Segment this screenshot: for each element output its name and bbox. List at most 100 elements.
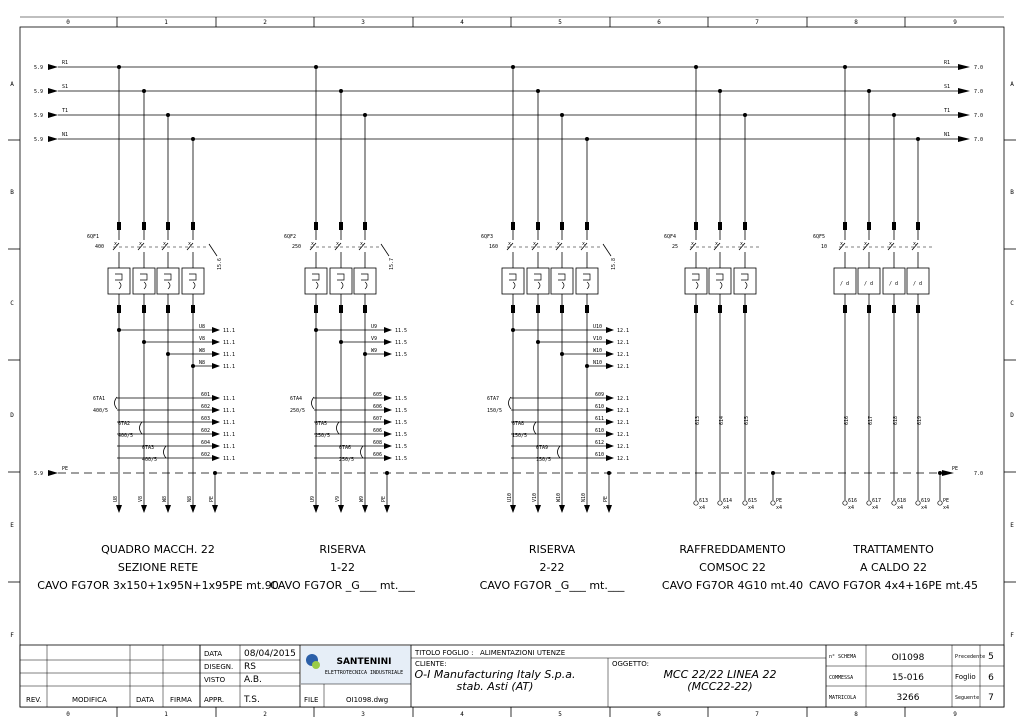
firma-label: FIRMA <box>170 696 192 704</box>
col-label-top: 9 <box>953 19 957 26</box>
junction-dot <box>867 89 871 93</box>
junction-dot <box>771 471 775 475</box>
breaker-rating: 10 <box>821 244 827 250</box>
phase-out-ref: 12.1 <box>617 352 629 358</box>
thermal-glyph <box>164 273 172 281</box>
junction-dot <box>511 65 515 69</box>
ct-out-ref: 11.1 <box>223 396 235 402</box>
ct-coil <box>557 445 561 459</box>
feeder-desc-0: RAFFREDDAMENTO <box>679 543 786 556</box>
ct-name: 6TA9 <box>536 445 548 451</box>
feeder-desc-2: CAVO FG7OR 3x150+1x95N+1x95PE mt.90 <box>37 579 278 592</box>
contact-blade <box>689 242 697 251</box>
ct-name: 6TA3 <box>142 445 154 451</box>
junction-dot <box>560 113 564 117</box>
file-label: FILE <box>304 696 318 704</box>
junction-dot <box>607 471 611 475</box>
breaker-rating: 25 <box>672 244 678 250</box>
wire-number: 619 <box>917 416 923 425</box>
contact-top <box>142 222 146 230</box>
col-label-top: 8 <box>854 19 858 26</box>
phase-out-name: V8 <box>199 336 205 342</box>
contact-blade <box>334 242 342 251</box>
col-label-top: 6 <box>657 19 661 26</box>
aux-contact <box>208 243 218 257</box>
terminal-sub: x4 <box>723 505 729 511</box>
feeder-desc-2: CAVO FG7OR 4x4+16PE mt.45 <box>809 579 978 592</box>
contact-top <box>892 222 896 230</box>
row-label-left: B <box>10 189 14 196</box>
ct-ratio: 250/5 <box>315 433 330 439</box>
contact-x: x <box>715 241 718 247</box>
bus-left-ref: 5.9 <box>34 65 43 71</box>
terminal-sub: x4 <box>897 505 903 511</box>
junction-dot <box>314 65 318 69</box>
contact-blade <box>358 242 366 251</box>
junction-dot <box>718 89 722 93</box>
breaker-cell <box>132 267 156 295</box>
ct-ratio: 150/5 <box>536 457 551 463</box>
contact-x: x <box>740 241 743 247</box>
cable-core-label: U8 <box>113 496 119 502</box>
wire-number: 615 <box>744 416 750 425</box>
magnetic-glyph <box>315 281 319 290</box>
bus-right-arrow <box>958 112 970 118</box>
matricola-label: MATRICOLA <box>829 695 856 701</box>
contact-x: x <box>336 241 339 247</box>
ct-out-ref: 11.1 <box>223 408 235 414</box>
col-label-top: 0 <box>66 19 70 26</box>
feeder-desc-2: CAVO FG7OR _G___ mt.___ <box>270 579 415 592</box>
ct-out-name: 605 <box>373 392 382 398</box>
thermal-glyph <box>583 273 591 281</box>
wire-number: 613 <box>695 416 701 425</box>
aux-contact <box>380 243 390 257</box>
ct-ratio: 400/5 <box>93 408 108 414</box>
pe-right-ref: 7.0 <box>974 471 983 477</box>
contact-blade <box>112 242 120 251</box>
contact-bottom <box>339 305 343 313</box>
bus-name-right: R1 <box>944 60 950 66</box>
terminal-name: 613 <box>699 498 708 504</box>
pe-left-arrow <box>48 470 58 476</box>
bus-left-arrow <box>48 88 58 94</box>
junction-dot <box>938 471 942 475</box>
thermal-glyph <box>692 273 700 281</box>
ct-out-name: 611 <box>595 416 604 422</box>
ct-out-ref: 12.1 <box>617 456 629 462</box>
contact-bottom <box>117 305 121 313</box>
breaker-cell <box>857 267 881 295</box>
cable-core-label: U9 <box>310 496 316 502</box>
contact-bottom <box>916 305 920 313</box>
ct-name: 6TA7 <box>487 396 499 402</box>
trip-slash: / <box>864 281 867 287</box>
cable-core-label: W10 <box>556 493 562 502</box>
contact-bottom <box>743 305 747 313</box>
magnetic-glyph <box>744 281 748 290</box>
contact-x: x <box>691 241 694 247</box>
contact-x: x <box>864 241 867 247</box>
contact-top <box>166 222 170 230</box>
junction-dot <box>213 471 217 475</box>
oggetto-label: OGGETTO: <box>612 660 649 668</box>
ct-out-name: 603 <box>201 416 210 422</box>
phase-out-name: V10 <box>593 336 602 342</box>
terminal-sub: x4 <box>921 505 927 511</box>
contact-blade <box>555 242 563 251</box>
breaker-name: 6QF3 <box>481 234 493 240</box>
contact-bottom <box>166 305 170 313</box>
ct-out-ref: 11.1 <box>223 444 235 450</box>
ct-out-ref: 11.5 <box>395 408 407 414</box>
ct-out-name: 604 <box>201 440 210 446</box>
ct-coil <box>114 396 118 410</box>
pe-right-arrow <box>942 470 954 476</box>
contact-bottom <box>536 305 540 313</box>
phase-out-name: N10 <box>593 360 602 366</box>
junction-dot <box>117 65 121 69</box>
contact-blade <box>137 242 145 251</box>
